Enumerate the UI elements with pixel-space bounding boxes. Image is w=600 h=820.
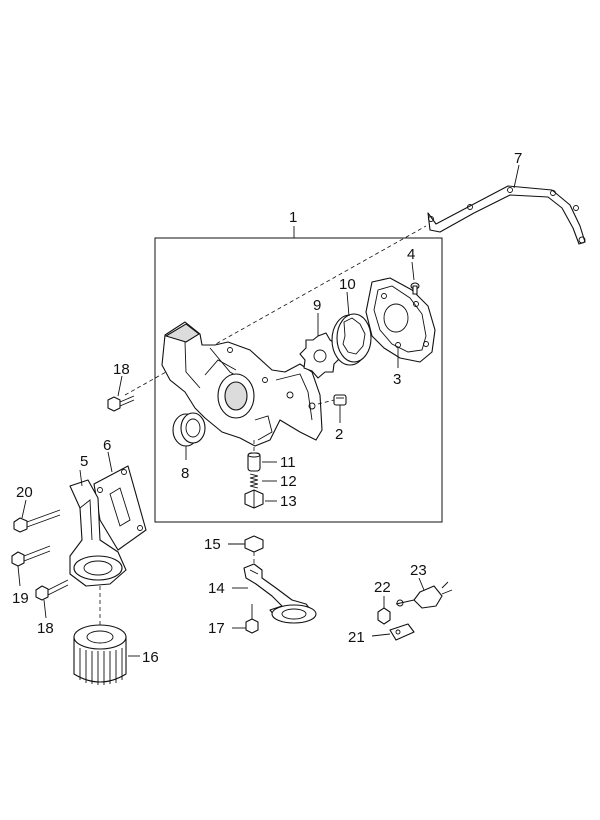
callout-18a: 18 [113, 361, 130, 378]
callout-13: 13 [280, 493, 297, 510]
assembly-frame [154, 237, 443, 523]
part-13-relief-cap [244, 489, 277, 509]
part-23-sensor [395, 577, 453, 609]
callout-20: 20 [16, 484, 33, 501]
callout-12: 12 [280, 473, 297, 490]
callout-1: 1 [289, 209, 297, 226]
part-17-bolt [232, 604, 259, 634]
callout-6: 6 [103, 437, 111, 454]
callout-3: 3 [393, 371, 401, 388]
callout-14: 14 [208, 580, 225, 597]
part-19-bolt [11, 545, 51, 587]
part-5-filter-housing [69, 469, 127, 587]
part-21-clip [371, 623, 415, 641]
part-2-plug [317, 394, 347, 423]
part-1-oil-pump-body [161, 321, 323, 447]
callout-5: 5 [80, 453, 88, 470]
callout-2: 2 [335, 426, 343, 443]
part-3-pump-cover [365, 277, 436, 368]
callout-23: 23 [410, 562, 427, 579]
part-18-bolt-lower [35, 579, 69, 619]
part-7-tube [427, 164, 586, 245]
part-15-nut [228, 535, 264, 553]
callout-18b: 18 [37, 620, 54, 637]
part-4-screw [410, 261, 420, 295]
callout-22: 22 [374, 579, 391, 596]
part-14-oil-strainer [232, 563, 317, 624]
callout-7: 7 [514, 150, 522, 167]
callout-17: 17 [208, 620, 225, 637]
part-16-oil-filter [73, 624, 140, 685]
part-12-relief-spring [249, 473, 277, 489]
part-6-filter-bracket [93, 451, 147, 551]
callout-16: 16 [142, 649, 159, 666]
part-11-relief-plunger [247, 452, 277, 472]
callout-4: 4 [407, 246, 415, 263]
callout-8: 8 [181, 465, 189, 482]
part-8-oil-seal [172, 412, 206, 460]
part-22-nut [377, 596, 391, 625]
part-10-outer-rotor [331, 291, 372, 366]
callout-10: 10 [339, 276, 356, 293]
callout-9: 9 [313, 297, 321, 314]
part-20-bolt [13, 499, 61, 533]
callout-21: 21 [348, 629, 365, 646]
callout-11: 11 [280, 454, 296, 471]
callout-19: 19 [12, 590, 29, 607]
part-18-bolt-upper [107, 375, 135, 412]
callout-15: 15 [204, 536, 221, 553]
